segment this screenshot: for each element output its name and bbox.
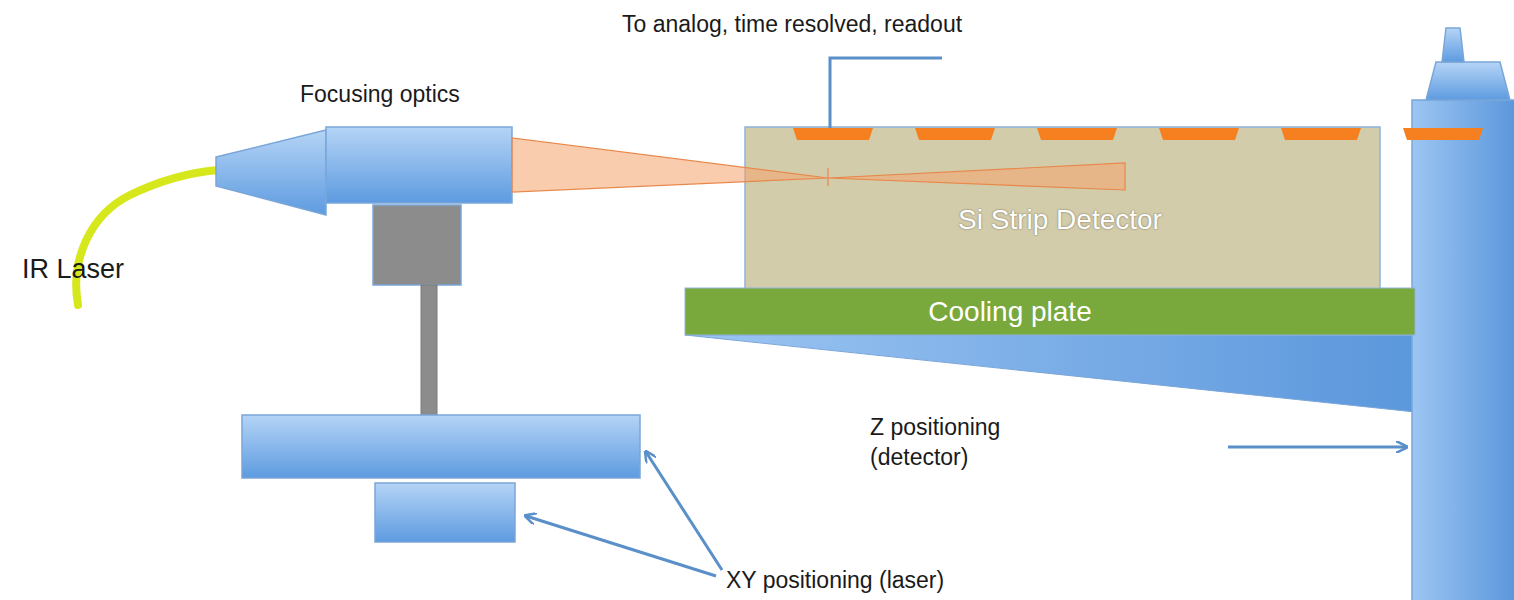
readout-strip (1037, 128, 1117, 140)
detector-body (745, 127, 1380, 289)
node-label: Si Strip Detector (958, 204, 1162, 236)
xy-stage-upper (242, 415, 640, 478)
column-knob (1442, 28, 1464, 62)
z-stage-label: Z positioning (detector) (870, 413, 1040, 473)
cooling-plate-shape (685, 288, 1415, 335)
readout-strip (1159, 128, 1239, 140)
laser-label: IR Laser (22, 252, 202, 287)
optics-body (326, 127, 512, 203)
readout-wire (830, 58, 942, 128)
readout-strip (915, 128, 995, 140)
readout-strip (793, 128, 873, 140)
optics-label: Focusing optics (300, 80, 560, 110)
optics-mount (373, 205, 461, 285)
detector-support-wedge (685, 335, 1415, 412)
cooling-plate-box: Cooling plate (760, 290, 1260, 334)
optics-cone (216, 130, 326, 215)
z-column (1412, 100, 1514, 600)
optical-fiber (76, 170, 218, 305)
readout-strip (1403, 128, 1483, 140)
readout-strips (793, 128, 1483, 140)
leader-arrow (526, 516, 716, 576)
mount-post (421, 285, 437, 415)
detector-box: Si Strip Detector (860, 190, 1260, 250)
xy-stage-lower (375, 483, 515, 542)
leader-arrow (646, 452, 722, 570)
xy-stage-label: XY positioning (laser) (726, 566, 1066, 596)
readout-label: To analog, time resolved, readout (622, 10, 1042, 40)
readout-strip (1281, 128, 1361, 140)
laser-beam (828, 163, 1125, 190)
column-cap (1426, 62, 1510, 100)
leader-arrow (1228, 446, 1406, 449)
node-label: Cooling plate (928, 296, 1091, 328)
beam-focus (827, 168, 828, 186)
laser-beam (512, 138, 828, 192)
